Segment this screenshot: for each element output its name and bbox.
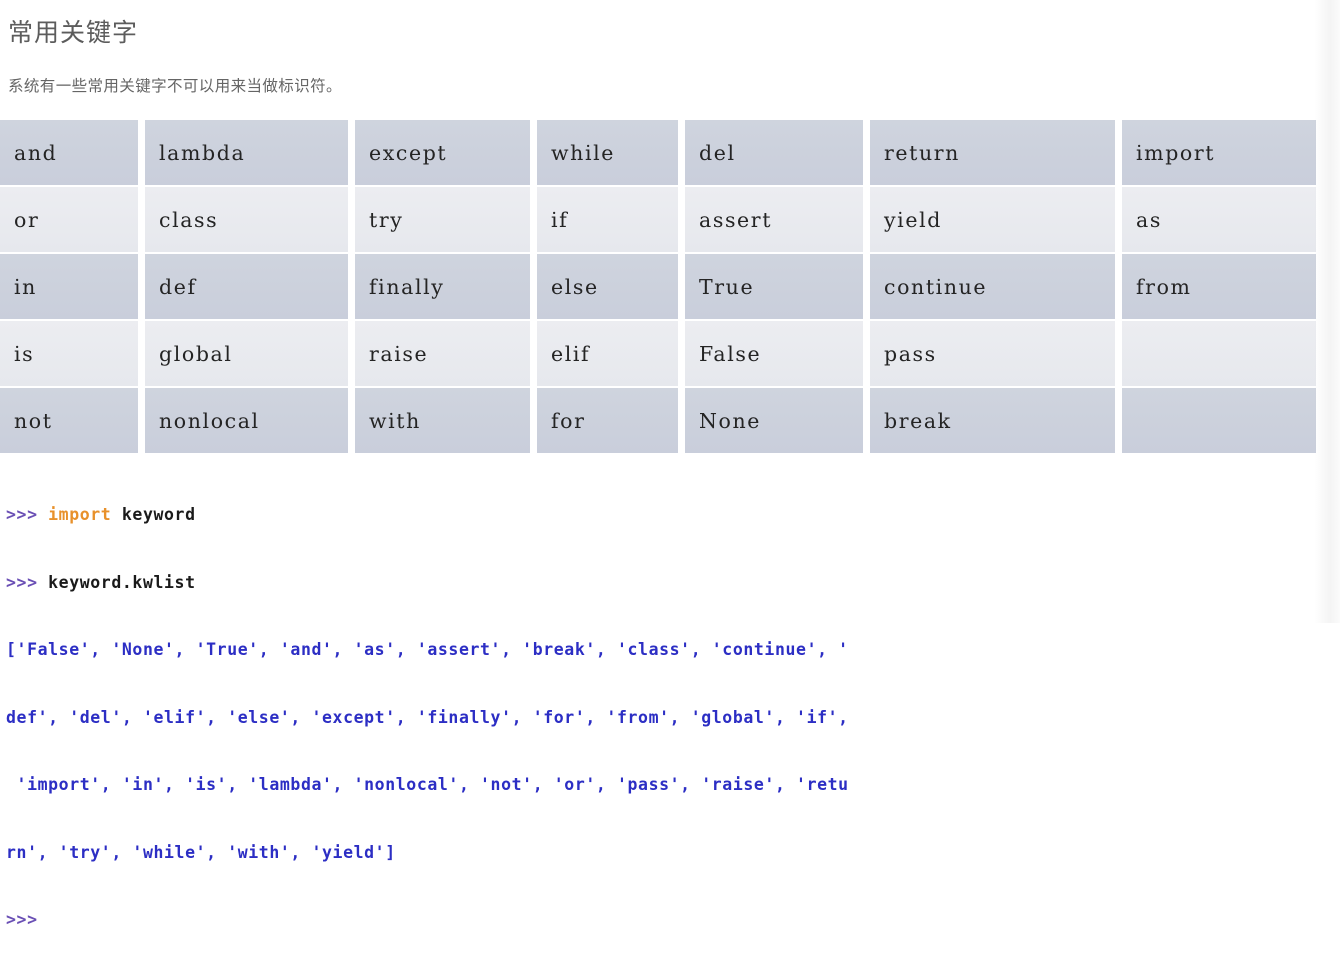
keyword-cell: return <box>870 120 1122 187</box>
keyword-cell: True <box>685 254 870 321</box>
console-output-text: def', 'del', 'elif', 'else', 'except', '… <box>6 707 849 727</box>
keyword-cell: try <box>355 187 537 254</box>
keyword-cell: pass <box>870 321 1122 388</box>
console-keyword-import: import <box>48 505 112 524</box>
keyword-cell: for <box>537 388 685 453</box>
keyword-cell: else <box>537 254 685 321</box>
python-console-output: >>> import keyword >>> keyword.kwlist ['… <box>6 459 1206 977</box>
console-prompt: >>> <box>6 572 49 592</box>
console-output-text: rn', 'try', 'while', 'with', 'yield'] <box>6 842 396 862</box>
keyword-cell: in <box>0 254 145 321</box>
keyword-cell: None <box>685 388 870 453</box>
table-row: in def finally else True continue from <box>0 254 1316 321</box>
console-output-line: ['False', 'None', 'True', 'and', 'as', '… <box>6 639 1206 662</box>
page-title: 常用关键字 <box>8 19 139 47</box>
keyword-cell: global <box>145 321 355 388</box>
keyword-cell: continue <box>870 254 1122 321</box>
console-output-line: rn', 'try', 'while', 'with', 'yield'] <box>6 842 1206 865</box>
console-prompt: >>> <box>6 910 38 929</box>
console-output-line: def', 'del', 'elif', 'else', 'except', '… <box>6 707 1206 730</box>
keyword-cell: or <box>0 187 145 254</box>
page-edge-shadow <box>1314 0 1340 623</box>
keyword-cell: nonlocal <box>145 388 355 453</box>
keyword-cell: assert <box>685 187 870 254</box>
keyword-cell: raise <box>355 321 537 388</box>
keyword-cell-empty <box>1122 388 1316 453</box>
keyword-cell: except <box>355 120 537 187</box>
keyword-cell: if <box>537 187 685 254</box>
keywords-table-body: and lambda except while del return impor… <box>0 120 1316 453</box>
keyword-cell: del <box>685 120 870 187</box>
keyword-cell: elif <box>537 321 685 388</box>
keyword-cell: finally <box>355 254 537 321</box>
table-row: is global raise elif False pass <box>0 321 1316 388</box>
keyword-cell: and <box>0 120 145 187</box>
keyword-cell-empty <box>1122 321 1316 388</box>
console-expression: keyword.kwlist <box>48 572 196 592</box>
keyword-cell: as <box>1122 187 1316 254</box>
keyword-cell: from <box>1122 254 1316 321</box>
console-prompt: >>> <box>6 505 49 524</box>
table-row: and lambda except while del return impor… <box>0 120 1316 187</box>
console-line-kwlist: >>> keyword.kwlist <box>6 572 1206 595</box>
console-line-prompt-last: >>> <box>6 909 1206 932</box>
console-output-text: 'import', 'in', 'is', 'lambda', 'nonloca… <box>6 775 849 794</box>
keyword-cell: class <box>145 187 355 254</box>
page-root: 常用关键字 系统有一些常用关键字不可以用来当做标识符。 and lambda e… <box>0 0 1340 929</box>
keyword-cell: lambda <box>145 120 355 187</box>
console-module-name: keyword <box>111 505 196 524</box>
console-line-import: >>> import keyword <box>6 504 1206 527</box>
keyword-cell: False <box>685 321 870 388</box>
console-output-line: 'import', 'in', 'is', 'lambda', 'nonloca… <box>6 774 1206 797</box>
keyword-cell: with <box>355 388 537 453</box>
page-subtitle: 系统有一些常用关键字不可以用来当做标识符。 <box>8 78 342 95</box>
console-output-text: ['False', 'None', 'True', 'and', 'as', '… <box>6 640 849 659</box>
keyword-cell: not <box>0 388 145 453</box>
table-row: not nonlocal with for None break <box>0 388 1316 453</box>
keyword-cell: while <box>537 120 685 187</box>
keyword-cell: break <box>870 388 1122 453</box>
keyword-cell: def <box>145 254 355 321</box>
table-row: or class try if assert yield as <box>0 187 1316 254</box>
keywords-table: and lambda except while del return impor… <box>0 120 1316 453</box>
keyword-cell: is <box>0 321 145 388</box>
keyword-cell: import <box>1122 120 1316 187</box>
keyword-cell: yield <box>870 187 1122 254</box>
